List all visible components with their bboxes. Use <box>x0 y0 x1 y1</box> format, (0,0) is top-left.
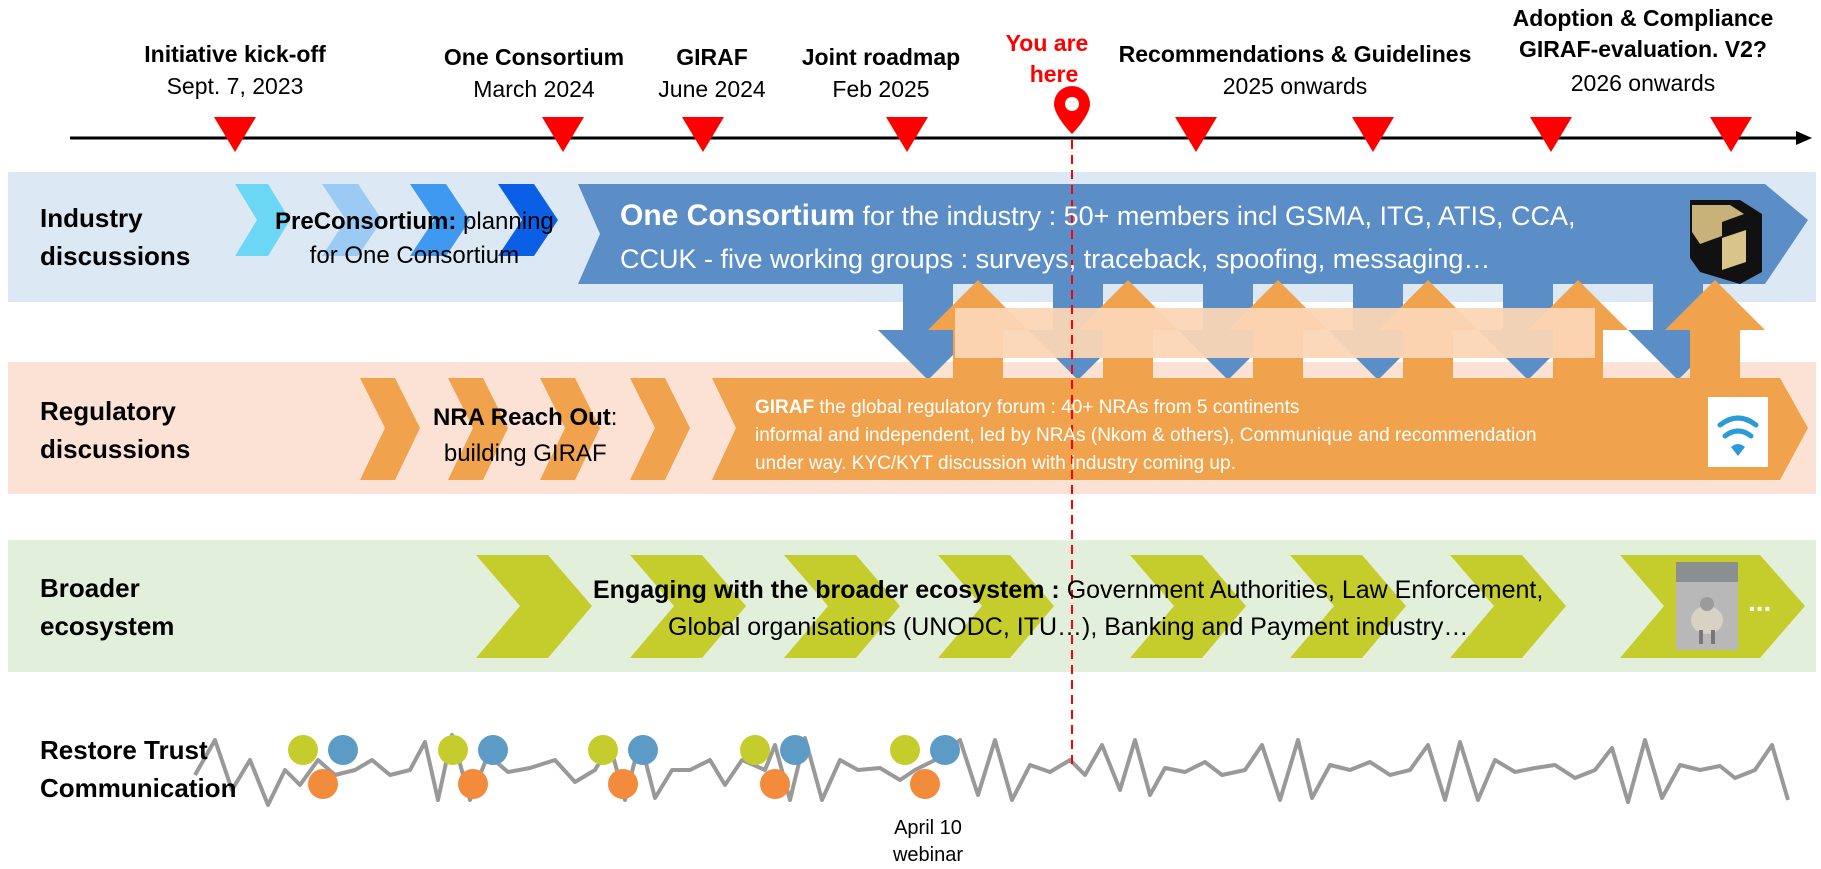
chevron <box>784 555 900 658</box>
row-label-line: Industry <box>40 203 143 233</box>
webinar-note: April 10 webinar <box>893 815 963 869</box>
dot-group <box>588 735 658 799</box>
one-consortium-text: One Consortium for the industry : 50+ me… <box>620 194 1576 281</box>
nra-reach-out-text: NRA Reach Out: building GIRAF <box>433 400 617 472</box>
milestone-title: Recommendations & Guidelines <box>1118 41 1472 67</box>
chevron <box>938 555 1054 658</box>
chevron <box>1130 555 1246 658</box>
giraf-line1: the global regulatory forum : 40+ NRAs f… <box>814 397 1300 418</box>
row-label-line: Broader <box>40 573 140 603</box>
giraf-line2: informal and independent, led by NRAs (N… <box>755 425 1537 446</box>
giraf-line3: under way. KYC/KYT discussion with indus… <box>755 453 1236 474</box>
preconsortium-rest: planning <box>456 208 554 235</box>
giraf-text: GIRAF the global regulatory forum : 40+ … <box>755 394 1537 478</box>
industry-chevrons <box>235 184 558 256</box>
milestone-date: Sept. 7, 2023 <box>166 73 304 99</box>
nra-line2: building GIRAF <box>443 440 607 467</box>
row-label-line: Regulatory <box>40 396 176 426</box>
one-consortium-bold: One Consortium <box>620 199 856 232</box>
broader-line2: Global organisations (UNODC, ITU…), Bank… <box>668 613 1469 641</box>
chevron <box>448 378 508 480</box>
chevron <box>630 378 690 480</box>
milestone-title: Adoption & Compliance <box>1512 5 1774 31</box>
row-label-line: Restore Trust <box>40 735 208 765</box>
you-are-here-label: here <box>1029 61 1079 87</box>
row-label-line: discussions <box>40 241 191 271</box>
chevron <box>360 378 420 480</box>
dot-group <box>890 735 960 799</box>
more-ellipsis: ... <box>1748 586 1772 617</box>
marker <box>682 117 724 152</box>
marker <box>1530 117 1572 152</box>
up-arrow <box>1665 280 1765 380</box>
milestone-title: One Consortium <box>443 44 625 70</box>
webinar-label: webinar <box>892 844 964 866</box>
chevron <box>540 378 600 480</box>
nra-bold: NRA Reach Out <box>433 404 611 431</box>
milestone-title: GIRAF-evaluation. V2? <box>1519 36 1767 62</box>
broader-chevrons <box>476 555 1805 658</box>
broader-line1: Government Authorities, Law Enforcement, <box>1059 576 1544 604</box>
one-consortium-arrow <box>578 184 1808 284</box>
marker <box>214 117 256 152</box>
milestone-date: 2025 onwards <box>1222 73 1368 99</box>
broader-text: Engaging with the broader ecosystem : Go… <box>593 572 1543 646</box>
communication-wave <box>193 733 1790 807</box>
marker <box>1175 117 1217 152</box>
preconsortium-text: PreConsortium: planning for One Consorti… <box>275 205 554 273</box>
chevron <box>322 184 382 256</box>
chevron <box>410 184 470 256</box>
milestone-date: March 2024 <box>473 76 595 102</box>
row-label-line: Communication <box>40 773 237 803</box>
chevron <box>476 555 592 658</box>
communication-dots <box>288 735 960 799</box>
row-label-regulatory: Regulatory discussions <box>40 392 190 468</box>
milestone-title: Joint roadmap <box>801 44 961 70</box>
nra-colon: : <box>610 404 618 431</box>
dot-group <box>740 735 810 799</box>
row-label-broader: Broader ecosystem <box>40 569 174 645</box>
milestone-date: June 2024 <box>658 76 766 102</box>
you-are-here-label: You are <box>1005 30 1089 56</box>
timeline-markers <box>214 117 1752 152</box>
joint-roadmap-box <box>955 308 1595 358</box>
giraf-logo <box>1708 397 1768 467</box>
chevron <box>235 184 290 256</box>
regulatory-chevrons <box>360 378 690 480</box>
timeline-arrowhead <box>1796 131 1812 145</box>
chevron <box>630 555 746 658</box>
preconsortium-line2: for One Consortium <box>309 242 520 269</box>
milestone-date: 2026 onwards <box>1570 70 1716 96</box>
chevron <box>1450 555 1566 658</box>
broader-bold: Engaging with the broader ecosystem : <box>593 576 1060 604</box>
marker <box>1710 117 1752 152</box>
milestone-date: Feb 2025 <box>832 76 930 102</box>
milestone-title: GIRAF <box>676 44 748 70</box>
one-consortium-logo <box>1690 200 1762 284</box>
row-label-restore: Restore Trust Communication <box>40 731 236 807</box>
dot-group <box>438 735 508 799</box>
row-label-line: ecosystem <box>40 611 175 641</box>
chevron <box>1290 555 1406 658</box>
giraf-arrow <box>712 378 1808 480</box>
chevron <box>498 184 558 256</box>
marker <box>886 117 928 152</box>
preconsortium-bold: PreConsortium: <box>275 208 457 235</box>
webinar-date: April 10 <box>894 817 962 839</box>
marker <box>542 117 584 152</box>
giraf-bold: GIRAF <box>755 397 815 418</box>
milestone-title: Initiative kick-off <box>144 41 326 67</box>
report-thumbnail <box>1676 562 1738 650</box>
dot-group <box>288 735 358 799</box>
one-consortium-line2: CCUK - five working groups : surveys, tr… <box>620 244 1491 274</box>
marker <box>1352 117 1394 152</box>
row-label-line: discussions <box>40 434 191 464</box>
one-consortium-line1: for the industry : 50+ members incl GSMA… <box>855 201 1576 231</box>
row-label-industry: Industry discussions <box>40 199 190 275</box>
location-pin-icon <box>1054 86 1090 134</box>
